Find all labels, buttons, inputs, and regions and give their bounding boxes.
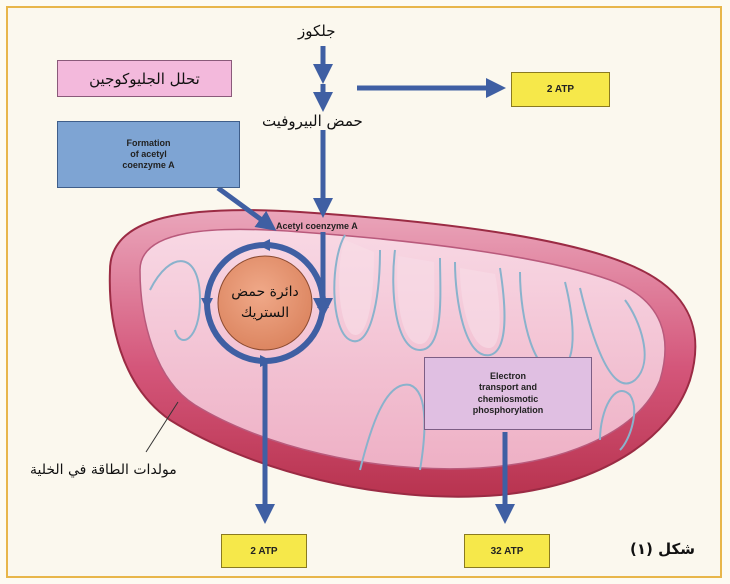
- atp-top-label: 2 ATP: [547, 84, 574, 95]
- electron-transport-box: Electron transport and chemiosmotic phos…: [424, 357, 592, 430]
- etc-line-4: phosphorylation: [473, 405, 544, 416]
- etc-line-3: chemiosmotic: [478, 394, 539, 405]
- glycogenolysis-label: تحلل الجليوكوجين: [89, 70, 200, 88]
- formation-line-1: Formation: [127, 138, 171, 149]
- figure-caption: شكل (١): [630, 540, 695, 558]
- citric-acid-cycle-label: دائرة حمض الستريك: [222, 270, 308, 336]
- formation-line-3: coenzyme A: [122, 160, 174, 171]
- etc-line-1: Electron: [490, 371, 526, 382]
- citric-line-2: الستريك: [241, 303, 289, 324]
- mitochondria-label: مولدات الطاقة في الخلية: [30, 462, 177, 478]
- formation-line-2: of acetyl: [130, 149, 167, 160]
- etc-line-2: transport and: [479, 382, 537, 393]
- glycogenolysis-box: تحلل الجليوكوجين: [57, 60, 232, 97]
- pyruvic-acid-label: حمض البيروفيت: [262, 112, 363, 130]
- atp-bottom-right-label: 32 ATP: [491, 546, 524, 557]
- atp-box-bottom-left: 2 ATP: [221, 534, 307, 568]
- acetyl-coa-label: Acetyl coenzyme A: [276, 221, 358, 232]
- atp-box-bottom-right: 32 ATP: [464, 534, 550, 568]
- atp-box-top: 2 ATP: [511, 72, 610, 107]
- formation-acetyl-coa-box: Formation of acetyl coenzyme A: [57, 121, 240, 188]
- glucose-label: جلكوز: [298, 22, 336, 40]
- atp-bottom-left-label: 2 ATP: [250, 546, 277, 557]
- citric-line-1: دائرة حمض: [231, 282, 298, 303]
